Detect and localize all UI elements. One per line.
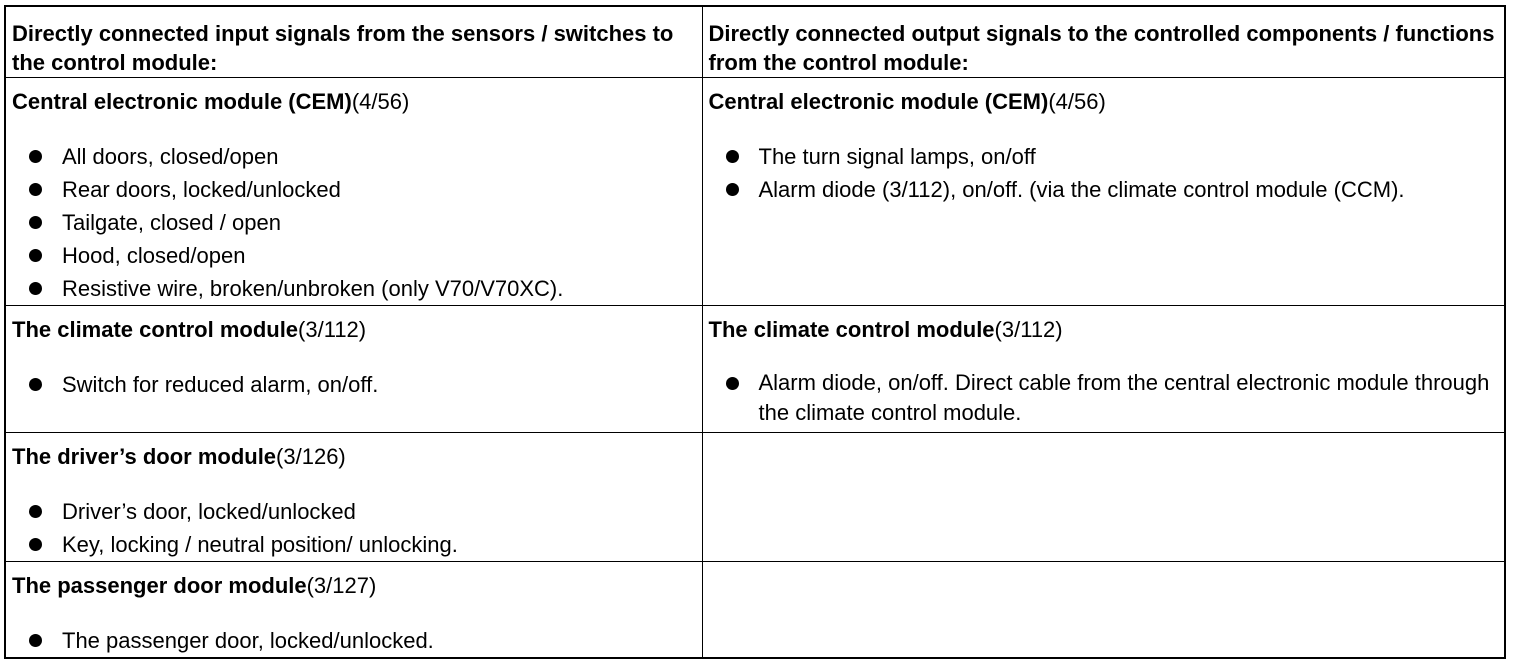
bullet-icon	[29, 538, 42, 551]
module-title: The passenger door module(3/127)	[12, 562, 701, 600]
bullet-icon	[29, 150, 42, 163]
module-title: The climate control module(3/112)	[12, 307, 701, 345]
bullet-icon	[725, 150, 739, 163]
signal-list: The turn signal lamps, on/off Alarm diod…	[709, 140, 1505, 206]
signal-list: Driver’s door, locked/unlocked Key, lock…	[12, 495, 701, 561]
signal-text: Alarm diode (3/112), on/off. (via the cl…	[758, 177, 1405, 202]
input-cell-cem: Central electronic module (CEM)(4/56) Al…	[4, 77, 703, 306]
header-outputs: Directly connected output signals to the…	[701, 5, 1506, 78]
output-cell-empty	[701, 432, 1506, 562]
signal-text: Alarm diode, on/off. Direct cable from t…	[758, 370, 1490, 425]
list-item: Hood, closed/open	[12, 239, 701, 272]
signal-list: Switch for reduced alarm, on/off.	[12, 368, 701, 401]
module-title: The climate control module(3/112)	[708, 307, 1505, 345]
output-cell-cem: Central electronic module (CEM)(4/56) Th…	[701, 77, 1506, 306]
signal-text: The passenger door, locked/unlocked.	[62, 628, 434, 653]
signal-list: All doors, closed/open Rear doors, locke…	[12, 140, 701, 305]
module-title: Central electronic module (CEM)(4/56)	[12, 79, 701, 117]
signal-list: The passenger door, locked/unlocked.	[12, 624, 701, 657]
list-item: Tailgate, closed / open	[12, 206, 701, 239]
signal-list: Alarm diode, on/off. Direct cable from t…	[709, 368, 1505, 428]
module-name: The passenger door module	[12, 573, 307, 598]
bullet-icon	[29, 505, 42, 518]
bullet-icon	[29, 634, 42, 647]
signal-text: The turn signal lamps, on/off	[758, 144, 1036, 169]
table-row: Central electronic module (CEM)(4/56) Al…	[4, 77, 1506, 306]
module-name: Central electronic module (CEM)	[12, 89, 352, 114]
list-item: Rear doors, locked/unlocked	[12, 173, 701, 206]
list-item: Driver’s door, locked/unlocked	[12, 495, 701, 528]
module-ref: (3/126)	[276, 444, 346, 469]
list-item: Alarm diode, on/off. Direct cable from t…	[709, 368, 1505, 428]
signal-text: Rear doors, locked/unlocked	[62, 177, 341, 202]
bullet-icon	[29, 282, 42, 295]
input-cell-passenger-door: The passenger door module(3/127) The pas…	[4, 561, 703, 659]
module-name: Central electronic module (CEM)	[708, 89, 1049, 114]
input-cell-ccm: The climate control module(3/112) Switch…	[4, 305, 703, 433]
bullet-icon	[725, 183, 739, 196]
module-name: The driver’s door module	[12, 444, 277, 469]
module-ref: (3/112)	[298, 317, 367, 342]
list-item: Switch for reduced alarm, on/off.	[12, 368, 701, 401]
output-cell-ccm: The climate control module(3/112) Alarm …	[701, 305, 1506, 433]
input-cell-driver-door: The driver’s door module(3/126) Driver’s…	[4, 432, 703, 562]
module-ref: (4/56)	[1048, 89, 1106, 114]
list-item: The passenger door, locked/unlocked.	[12, 624, 701, 657]
table-row: The driver’s door module(3/126) Driver’s…	[4, 432, 1506, 562]
module-name: The climate control module	[12, 317, 299, 342]
bullet-icon	[29, 183, 42, 196]
signal-text: Resistive wire, broken/unbroken (only V7…	[62, 276, 564, 301]
list-item: Key, locking / neutral position/ unlocki…	[12, 528, 701, 561]
bullet-icon	[29, 249, 42, 262]
bullet-icon	[29, 216, 42, 229]
table-row: The climate control module(3/112) Switch…	[4, 305, 1506, 433]
module-ref: (3/127)	[306, 573, 377, 598]
module-ref: (4/56)	[351, 89, 410, 114]
module-name: The climate control module	[708, 317, 995, 342]
signal-table: Directly connected input signals from th…	[4, 5, 1506, 659]
bullet-icon	[725, 377, 739, 390]
list-item: The turn signal lamps, on/off	[709, 140, 1505, 173]
list-item: Resistive wire, broken/unbroken (only V7…	[12, 272, 701, 305]
header-inputs: Directly connected input signals from th…	[4, 5, 703, 78]
module-ref: (3/112)	[994, 317, 1063, 342]
signal-text: Key, locking / neutral position/ unlocki…	[62, 532, 458, 557]
table-header-row: Directly connected input signals from th…	[4, 5, 1506, 78]
output-cell-empty	[701, 561, 1506, 659]
signal-text: All doors, closed/open	[62, 144, 279, 169]
signal-text: Switch for reduced alarm, on/off.	[62, 372, 379, 397]
signal-text: Tailgate, closed / open	[62, 210, 281, 235]
signal-text: Hood, closed/open	[62, 243, 246, 268]
table-row: The passenger door module(3/127) The pas…	[4, 561, 1506, 659]
module-title: Central electronic module (CEM)(4/56)	[708, 79, 1505, 117]
bullet-icon	[29, 378, 42, 391]
list-item: All doors, closed/open	[12, 140, 701, 173]
module-title: The driver’s door module(3/126)	[12, 434, 701, 472]
list-item: Alarm diode (3/112), on/off. (via the cl…	[709, 173, 1505, 206]
signal-text: Driver’s door, locked/unlocked	[62, 499, 356, 524]
